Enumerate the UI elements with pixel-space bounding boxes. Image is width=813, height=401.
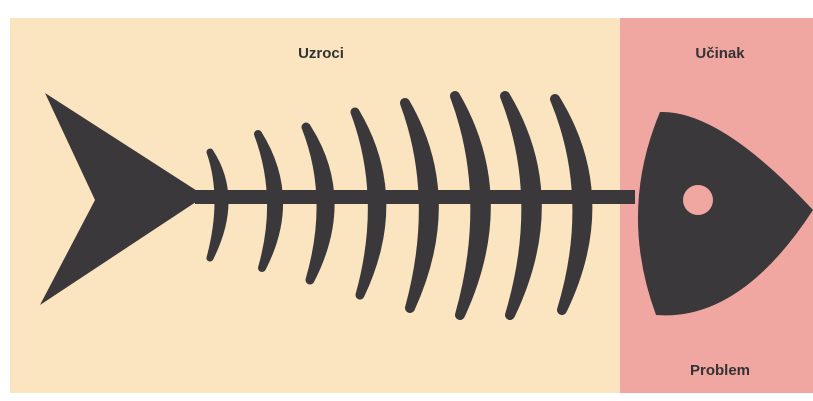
fish-head xyxy=(638,112,813,315)
problem-label: Problem xyxy=(670,362,770,379)
fish-rib xyxy=(555,99,587,310)
fish-rib xyxy=(505,96,537,315)
fish-tail xyxy=(40,93,205,305)
fish-spine xyxy=(195,190,635,204)
effect-label: Učinak xyxy=(670,45,770,62)
fish-rib xyxy=(210,152,225,258)
fish-rib xyxy=(405,103,434,308)
causes-label: Uzroci xyxy=(276,45,366,62)
fish-rib xyxy=(455,96,486,315)
fish-eye xyxy=(683,185,713,215)
